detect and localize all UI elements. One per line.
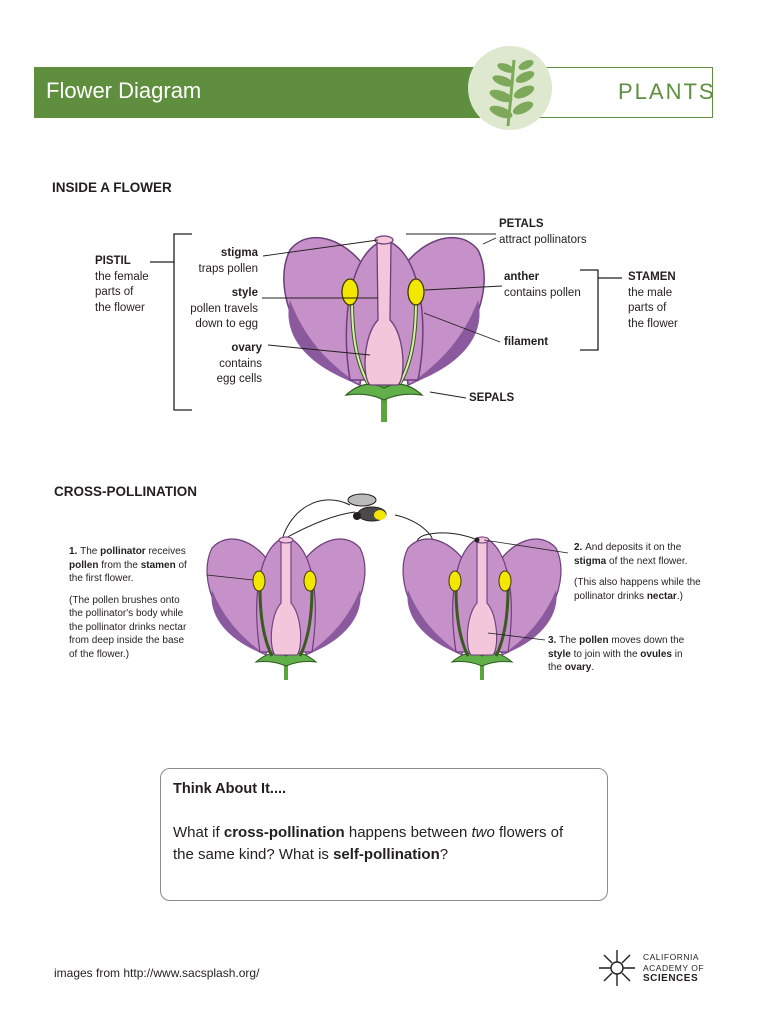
page-title: Flower Diagram xyxy=(46,78,202,103)
image-credit: images from http://www.sacsplash.org/ xyxy=(54,966,260,980)
step2-text: 2. And deposits it on the stigma of the … xyxy=(574,542,701,602)
category-box xyxy=(540,67,713,118)
filament-label: filament xyxy=(504,336,549,348)
flower-left xyxy=(206,536,366,680)
inside-heading: INSIDE A FLOWER xyxy=(52,180,172,195)
category-label: PLANTS xyxy=(618,79,716,104)
header-bar xyxy=(34,67,480,118)
sepals-label: SEPALS xyxy=(469,392,515,404)
anther-label: anther contains pollen xyxy=(504,271,581,299)
academy-logo-text: CALIFORNIA ACADEMY OF SCIENCES xyxy=(643,952,705,984)
style-label: style pollen travels down to egg xyxy=(190,287,258,330)
think-box xyxy=(160,768,608,901)
step3-text: 3. The pollen moves down the style to jo… xyxy=(548,635,685,673)
leaf-logo xyxy=(468,46,552,130)
petals-label: PETALS attract pollinators xyxy=(499,218,587,246)
bee-icon xyxy=(347,493,387,522)
think-title: Think About It.... xyxy=(173,781,287,797)
flower-right xyxy=(402,536,562,680)
pistil-label: PISTIL the female parts of the flower xyxy=(95,255,149,314)
stigma-label: stigma traps pollen xyxy=(198,247,258,275)
step1-text: 1. The pollinator receives pollen from t… xyxy=(69,546,187,660)
stamen-label: STAMEN the male parts of the flower xyxy=(628,271,678,330)
cross-heading: CROSS-POLLINATION xyxy=(54,484,197,499)
leaf-icon xyxy=(489,59,535,127)
ovary-label: ovary contains egg cells xyxy=(216,342,262,385)
think-question: What if cross-pollination happens betwee… xyxy=(173,824,564,863)
